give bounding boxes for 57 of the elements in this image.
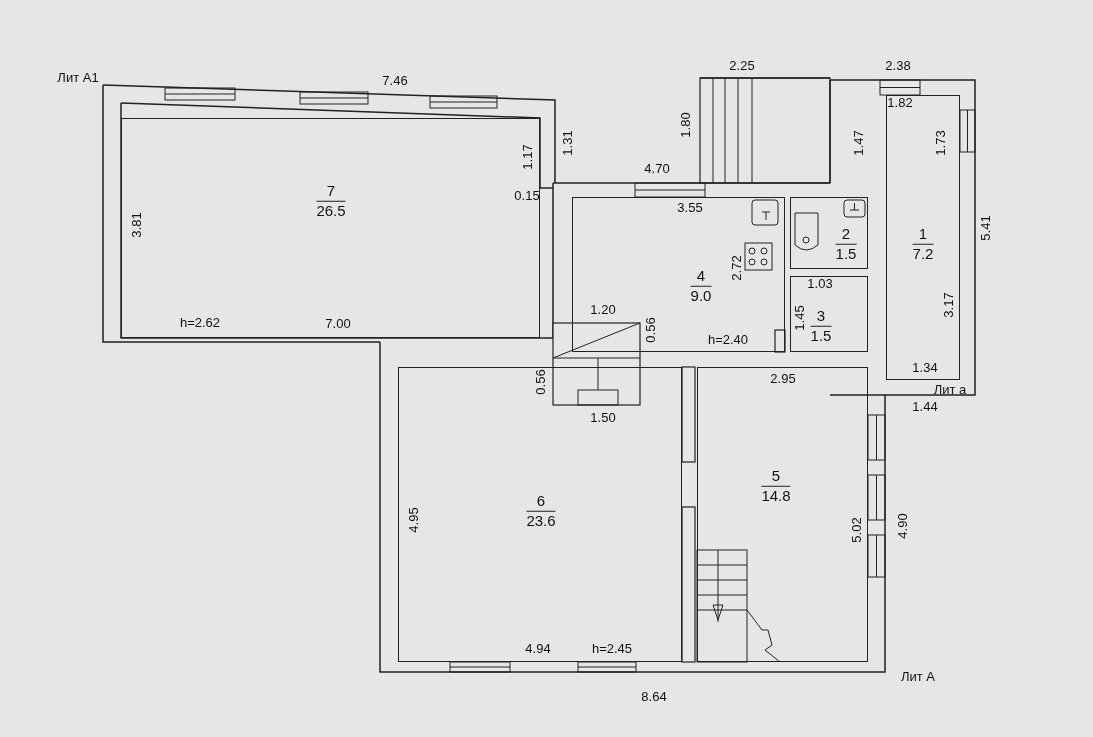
dimension-text: 8.64 <box>641 689 667 703</box>
room-number: 6 <box>526 491 556 512</box>
room-number: 1 <box>912 224 934 245</box>
dimension-text: 1.82 <box>887 95 913 109</box>
room-area: 9.0 <box>690 286 712 306</box>
room-number: 2 <box>835 224 857 245</box>
dimension-text: 3.55 <box>677 200 703 214</box>
dimension-text: 1.80 <box>678 112 692 138</box>
dimension-text: 1.50 <box>590 410 616 424</box>
ceiling-height-text: h=2.40 <box>707 332 749 346</box>
room-area: 1.5 <box>835 244 857 264</box>
room-number: 3 <box>810 306 832 327</box>
dimension-text: 1.34 <box>912 360 938 374</box>
dimension-text: 0.15 <box>514 188 540 202</box>
dimension-text: 1.20 <box>590 302 616 316</box>
dimension-text: 0.56 <box>533 369 547 395</box>
room-outline <box>398 367 682 662</box>
room-outline <box>886 95 960 380</box>
dimension-text: 2.72 <box>729 255 743 281</box>
dimension-text: 1.45 <box>792 305 806 331</box>
dimension-text: 2.25 <box>729 58 755 72</box>
room-outline <box>572 197 785 352</box>
room-area: 23.6 <box>526 511 556 531</box>
room-outline <box>790 276 868 352</box>
building-code: Лит А1 <box>57 70 99 84</box>
dimension-text: 3.81 <box>129 212 143 238</box>
dimension-text: 4.90 <box>895 513 909 539</box>
dimension-text: 2.95 <box>770 371 796 385</box>
dimension-text: 4.95 <box>406 507 420 533</box>
room-number: 7 <box>316 181 346 202</box>
dimension-text: 1.17 <box>520 144 534 170</box>
room-area: 26.5 <box>316 201 346 221</box>
ceiling-height-text: h=2.62 <box>179 315 221 329</box>
dimension-text: 1.44 <box>912 399 938 413</box>
dimension-text: 4.70 <box>644 161 670 175</box>
room-number: 4 <box>690 266 712 287</box>
dimension-text: 7.00 <box>325 316 351 330</box>
building-code: Лит а <box>933 382 967 396</box>
room-number: 5 <box>761 466 791 487</box>
ceiling-height-text: h=2.45 <box>591 641 633 655</box>
room-area: 14.8 <box>761 486 791 506</box>
room-outline <box>697 367 868 662</box>
dimension-text: 5.02 <box>849 517 863 543</box>
room-area: 1.5 <box>810 326 832 346</box>
dimension-text: 1.73 <box>933 130 947 156</box>
room-area: 7.2 <box>912 244 934 264</box>
dimension-text: 1.47 <box>851 130 865 156</box>
dimension-text: 0.56 <box>643 317 657 343</box>
dimension-text: 1.31 <box>560 130 574 156</box>
dimension-text: 7.46 <box>382 73 408 87</box>
room-outline <box>790 197 868 269</box>
dimension-text: 1.03 <box>807 276 833 290</box>
dimension-text: 3.17 <box>941 292 955 318</box>
building-code: Лит А <box>901 669 935 683</box>
dimension-text: 5.41 <box>978 215 992 241</box>
dimension-text: 4.94 <box>525 641 551 655</box>
dimension-text: 2.38 <box>885 58 911 72</box>
